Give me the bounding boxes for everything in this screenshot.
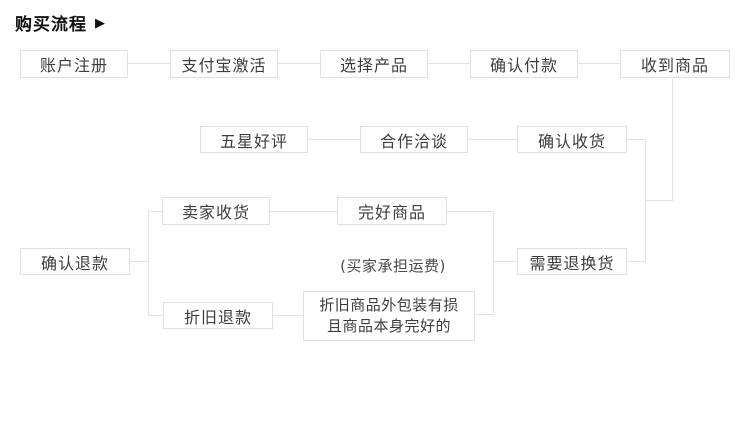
flow-node-label: 卖家收货 (181, 203, 250, 222)
flow-node-five-star-review: 五星好评 (200, 126, 308, 153)
connector-line (672, 78, 673, 201)
flow-node-account-register: 账户注册 (20, 50, 128, 78)
connector-line (468, 139, 517, 140)
flow-node-cooperation-talk: 合作洽谈 (360, 126, 468, 153)
flow-node-label: 确认收货 (537, 131, 606, 151)
connector-line (130, 261, 149, 262)
flow-node-label: 选择产品 (339, 56, 408, 75)
flow-node-seller-receives: 卖家收货 (162, 197, 270, 225)
connector-line (148, 211, 149, 316)
flow-node-confirm-refund: 确认退款 (20, 248, 130, 275)
arrow-right-icon: ▶ (95, 16, 106, 31)
flow-node-need-return-exchange: 需要退换货 (517, 248, 627, 275)
flow-node-label: 合作洽谈 (379, 131, 448, 151)
flow-node-label: 折旧退款 (183, 307, 252, 327)
connector-line (278, 63, 320, 64)
connector-line (627, 139, 646, 140)
flow-node-label: 完好商品 (357, 203, 426, 222)
connector-line (128, 63, 170, 64)
connector-line (149, 211, 162, 212)
connector-line (428, 63, 470, 64)
connector-line (149, 315, 163, 316)
freight-note: (买家承担运费) (340, 257, 446, 275)
flow-node-label: 五星好评 (219, 131, 288, 151)
flow-node-label: 账户注册 (39, 56, 108, 75)
flow-node-label: 支付宝激活 (181, 56, 267, 75)
connector-line (645, 139, 646, 262)
flow-node-depreciation-refund: 折旧退款 (163, 302, 273, 329)
connector-line (627, 261, 646, 262)
connector-line (308, 139, 360, 140)
flow-node-confirm-payment: 确认付款 (470, 50, 578, 78)
flow-node-intact-goods: 完好商品 (337, 197, 447, 225)
title-text: 购买流程 (15, 15, 87, 35)
flow-node-label: 确认退款 (40, 253, 109, 273)
page-title: 购买流程 ▶ (15, 10, 106, 35)
flow-node-label: 收到商品 (640, 56, 709, 75)
connector-line (475, 314, 493, 315)
flow-node-alipay-activate: 支付宝激活 (170, 50, 278, 78)
flow-node-confirm-receipt: 确认收货 (517, 126, 627, 153)
flow-node-label: 折旧商品外包装有损 且商品本身完好的 (319, 296, 459, 335)
flow-node-damaged-packaging: 折旧商品外包装有损 且商品本身完好的 (303, 291, 475, 341)
flow-node-select-product: 选择产品 (320, 50, 428, 78)
flow-node-label: 确认付款 (489, 56, 558, 75)
connector-line (270, 211, 337, 212)
connector-line (273, 315, 303, 316)
connector-line (645, 200, 673, 201)
connector-line (493, 211, 494, 315)
connector-line (578, 63, 620, 64)
flow-node-label: 需要退换货 (529, 253, 615, 273)
connector-line (447, 211, 493, 212)
connector-line (494, 261, 517, 262)
flow-node-receive-goods: 收到商品 (620, 50, 730, 78)
